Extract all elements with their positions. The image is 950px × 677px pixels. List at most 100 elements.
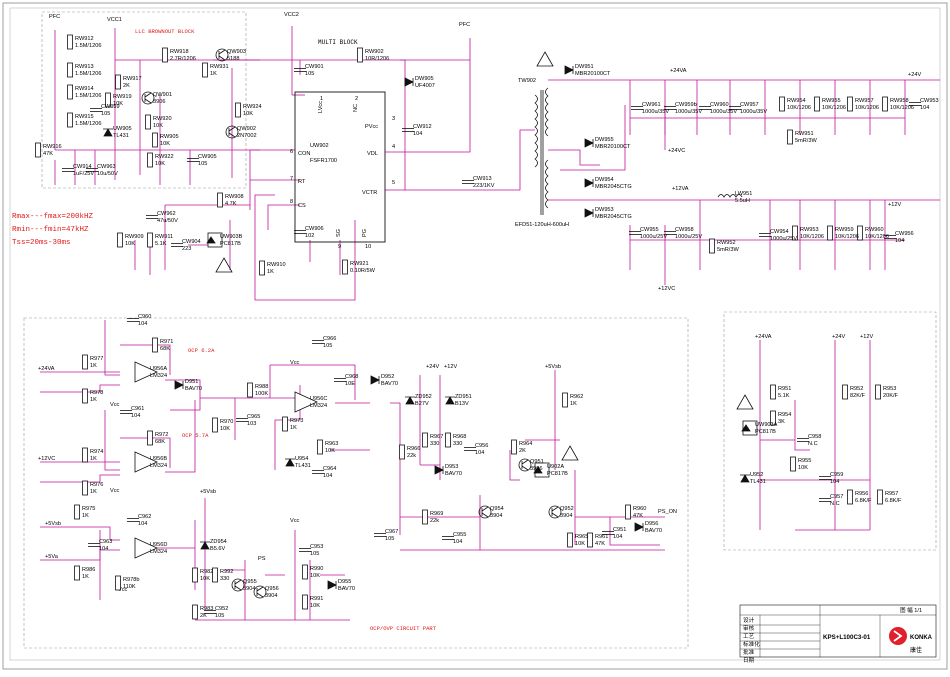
component-value: 10K/1206 [800, 234, 824, 240]
component-ref: DW905 [415, 76, 434, 82]
diode-icon [404, 77, 414, 87]
resistor-symbol [147, 232, 153, 248]
resistor-symbol [882, 96, 888, 112]
ic-pin-pg: PG [362, 229, 368, 237]
transistor-icon [231, 578, 245, 592]
component-r951 [770, 384, 776, 400]
component-ref: RW908 [225, 194, 244, 200]
transistor-icon [548, 505, 562, 519]
component-ref: C966 [323, 336, 336, 342]
component-ref: R992 [220, 569, 233, 575]
component-ref: CW960 [710, 102, 729, 108]
component-ref: R975 [82, 506, 95, 512]
component-value: 105 [198, 161, 207, 167]
component-ref: CW906 [305, 226, 324, 232]
component-r961 [587, 532, 593, 548]
component-ref: QW903 [227, 49, 246, 55]
opamp-icon [294, 391, 318, 413]
component-cw956 [884, 235, 896, 239]
component-value: 1K [90, 363, 97, 369]
rail-labels: VCC1 VCC2 PFC PFC +24VA +24V +24VC +12VA… [38, 12, 921, 593]
ic-pin-lvcc: LVcc [318, 101, 324, 113]
resistor-symbol [105, 92, 111, 108]
component-cw958 [664, 231, 676, 235]
component-value: 2K [200, 613, 207, 619]
component-value: 10K/1206 [822, 105, 846, 111]
ic-pin-number: 10 [365, 244, 371, 250]
component-ref: C957 [830, 494, 843, 500]
component-r957 [877, 489, 883, 505]
resistor-symbol [192, 567, 198, 583]
component-ref: RW920 [153, 116, 172, 122]
component-value: 330 [220, 576, 229, 582]
component-value: 5188 [227, 56, 239, 62]
component-ref: C960 [138, 314, 151, 320]
resistor-symbol [770, 384, 776, 400]
component-ref: D953 [445, 464, 458, 470]
zener-icon [285, 458, 295, 467]
component-ref: U956C [310, 396, 327, 402]
resistor-symbol [847, 489, 853, 505]
zener-icon [103, 128, 113, 137]
component-c960 [127, 318, 139, 322]
component-c966 [312, 340, 324, 344]
wires-primary [54, 26, 940, 301]
component-value: MBR2045CTG [595, 184, 632, 190]
component-value: 10K [310, 603, 320, 609]
component-ref: C967 [385, 529, 398, 535]
component-value: MBR20100CT [575, 71, 611, 77]
component-ref: R966 [407, 446, 420, 452]
rail-p24v-ocp: +24VA [38, 366, 55, 372]
component-rw955 [814, 96, 820, 112]
component-ref: Q951 [530, 459, 544, 465]
transistor-icon [215, 48, 229, 62]
component-value: 1000u/35V [642, 109, 669, 115]
component-r970 [212, 417, 218, 433]
ic-pin-number: 2 [355, 96, 358, 102]
rail-p12vc: +12VC [658, 286, 675, 292]
component-ref: R978 [90, 390, 103, 396]
component-value: 1K [82, 513, 89, 519]
component-value: 10K [153, 123, 163, 129]
component-ref: RW951 [795, 131, 814, 137]
zener-icon [200, 541, 210, 550]
warning-icon [561, 445, 579, 461]
ic-pin-number: 9 [338, 244, 341, 250]
title-block-company-cn: 康佳 [910, 646, 922, 654]
component-rw918 [162, 47, 168, 63]
resistor-symbol [625, 504, 631, 520]
ic-pin-pvcc: PVcc [365, 124, 378, 130]
component-ref: D951 [185, 379, 198, 385]
component-ref: U902A [547, 464, 564, 470]
component-value: MBR2045CTG [595, 214, 632, 220]
rail-p5vsb-b: +5Vsb [45, 521, 61, 527]
component-c968 [334, 378, 346, 382]
ic-pin-cs: CS [298, 203, 306, 209]
component-ref: RW911 [155, 234, 173, 240]
component-value: 104 [613, 534, 622, 540]
rail-p5vsb-a: +5Vsb [545, 364, 561, 370]
resistor-symbol [422, 509, 428, 525]
resistor-symbol [399, 444, 405, 460]
component-rw908 [217, 192, 223, 208]
component-value: 3904 [490, 513, 502, 519]
component-value: 10K/1206 [865, 234, 889, 240]
component-ref: UW905 [113, 126, 132, 132]
transformer-ref: TW902 [518, 78, 536, 84]
rail-pfc: PFC [49, 14, 60, 20]
brownout-title: LLC BROWNOUT BLOCK [135, 28, 195, 35]
component-ref: R972 [155, 432, 168, 438]
resistor-symbol [875, 384, 881, 400]
component-r982 [192, 567, 198, 583]
component-q951 [518, 458, 532, 472]
component-value: 3904 [560, 513, 572, 519]
component-dw954 [584, 178, 594, 188]
component-value: 1000u/35V [740, 109, 767, 115]
component-value: 1K [90, 489, 97, 495]
optocoupler-icon [207, 232, 223, 248]
component-c959 [819, 476, 831, 480]
resistor-symbol [82, 447, 88, 463]
component-ref: CW901 [305, 64, 324, 70]
component-value: 100K [255, 391, 268, 397]
component-r991 [302, 594, 308, 610]
